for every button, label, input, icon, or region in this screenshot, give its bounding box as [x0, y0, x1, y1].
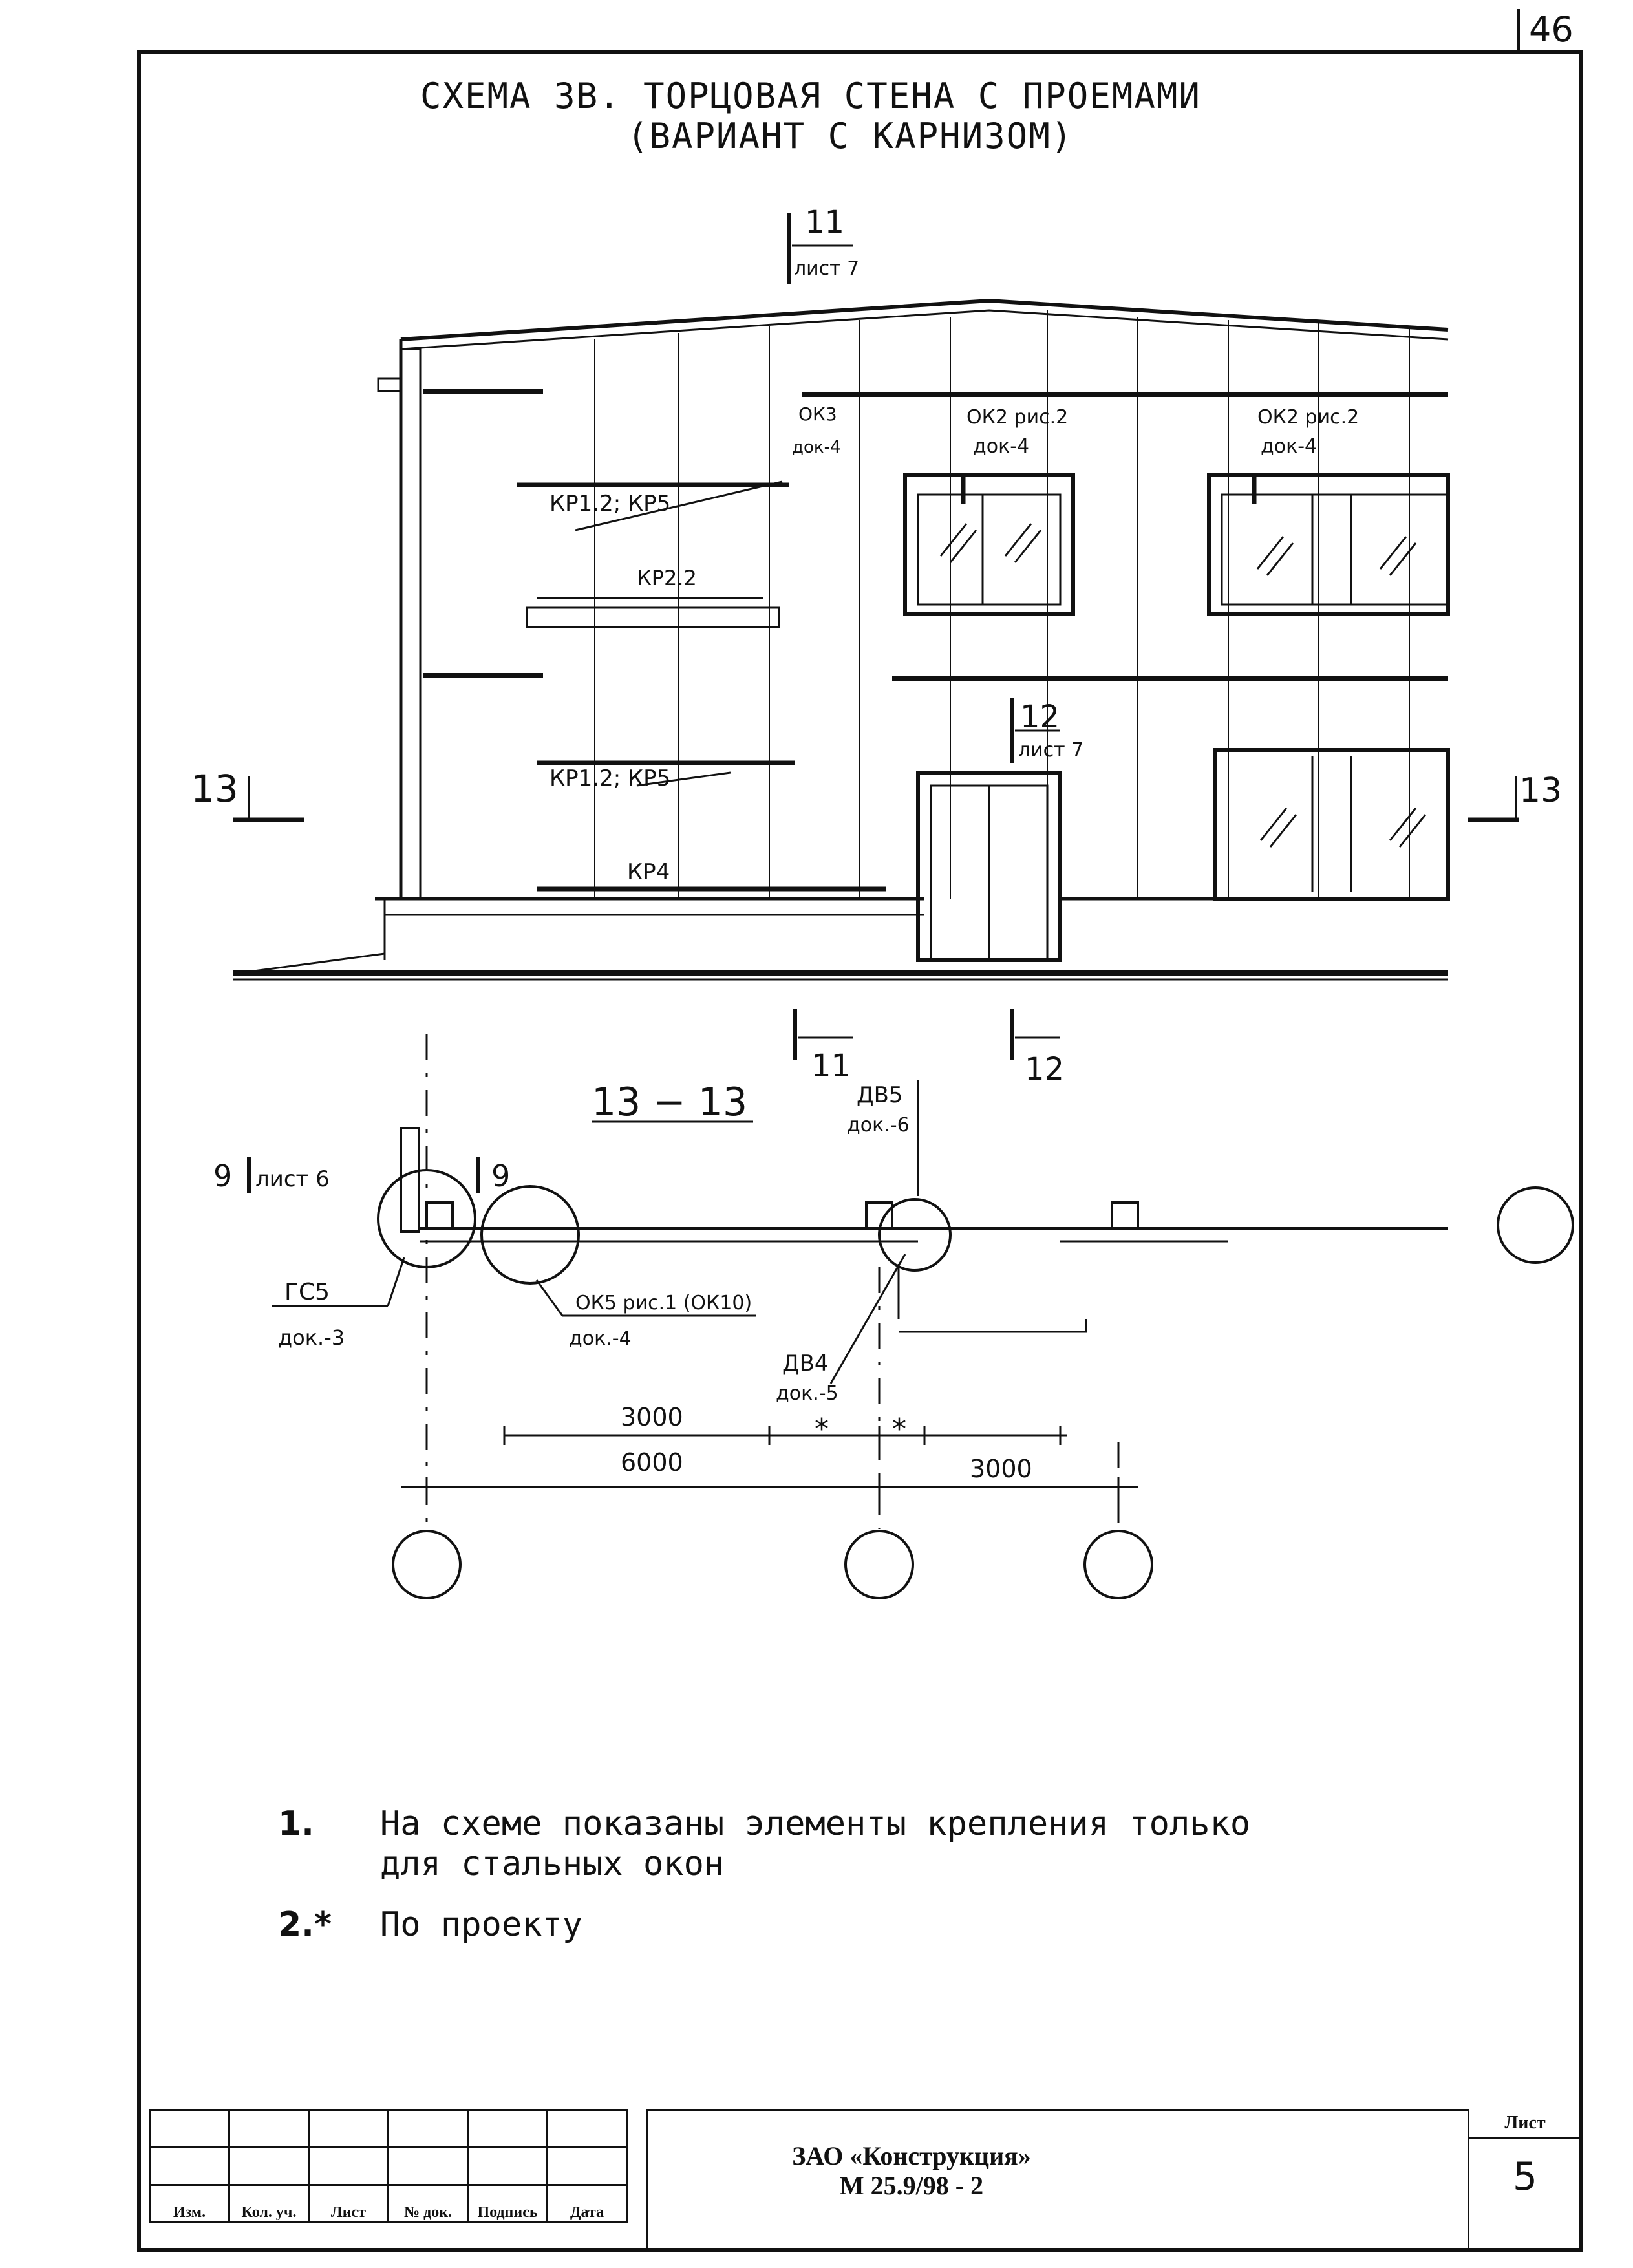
ok2-right-label: ОК2 рис.2 — [1257, 406, 1359, 429]
plan-section-title: 13 − 13 — [592, 1080, 747, 1125]
col-podpis: Подпись — [467, 2184, 548, 2223]
ok5-label: ОК5 рис.1 (ОК10) — [575, 1292, 752, 1314]
cut-12-bottom: 12 — [1025, 1051, 1064, 1087]
ok3-doc: док-4 — [792, 438, 841, 457]
section-12-sheet: лист 7 — [1018, 739, 1083, 762]
ok3-label: ОК3 — [798, 403, 837, 425]
ok2-right-doc: док-4 — [1261, 435, 1317, 458]
ok2-left-doc: док-4 — [973, 435, 1029, 458]
company-block: ЗАО «Конструкция» М 25.9/98 - 2 — [659, 2141, 1164, 2201]
company-name: ЗАО «Конструкция» — [792, 2141, 1031, 2170]
notes: 1. На схеме показаны элементы крепления … — [278, 1804, 1250, 1965]
title-block-center — [646, 2109, 1469, 2250]
cut-13-right: 13 — [1519, 771, 1562, 810]
col-kol-uch: Кол. уч. — [228, 2184, 310, 2223]
sheet-label: Лист — [1469, 2113, 1581, 2139]
section-11-sheet: лист 7 — [794, 257, 859, 280]
note-2-number: 2.* — [278, 1905, 332, 1944]
ok5-doc: док.-4 — [569, 1327, 632, 1350]
drawing-labels: 11 лист 7 12 лист 7 ОК3 док-4 ОК2 рис.2 … — [191, 204, 1562, 1483]
section-9-left-number: 9 — [213, 1159, 232, 1193]
section-9-left-sheet: лист 6 — [255, 1166, 330, 1192]
section-12-number: 12 — [1020, 699, 1060, 735]
db4-label: ДВ4 — [782, 1351, 829, 1376]
col-data: Дата — [546, 2184, 628, 2223]
section-9-right-number: 9 — [491, 1159, 510, 1193]
note-2: 2.* По проекту — [278, 1905, 1250, 1945]
gs5-label: ГС5 — [284, 1279, 330, 1305]
db5-doc: док.-6 — [847, 1114, 910, 1137]
section-11-number: 11 — [805, 204, 844, 241]
page-number: 46 — [1517, 9, 1574, 50]
note-1-number: 1. — [278, 1804, 314, 1843]
note-1-text: На схеме показаны элементы крепления тол… — [380, 1804, 1251, 1883]
drawing-frame — [137, 50, 1583, 2252]
sheet-box: Лист 5 — [1468, 2109, 1581, 2248]
title-line-2: (ВАРИАНТ С КАРНИЗОМ) — [627, 116, 1074, 156]
title-line-1: СХЕМА 3В. ТОРЦОВАЯ СТЕНА С ПРОЕМАМИ — [420, 76, 1201, 116]
cut-13-left: 13 — [191, 767, 239, 811]
elevation-view — [233, 213, 1519, 1060]
gs5-doc: док.-3 — [278, 1325, 345, 1350]
dim-3000-left: 3000 — [621, 1403, 683, 1431]
document-code: М 25.9/98 - 2 — [839, 2171, 984, 2200]
db5-label: ДВ5 — [857, 1082, 903, 1108]
kp22-label: КР2.2 — [637, 566, 697, 590]
dim-star-1: * — [815, 1413, 829, 1446]
dim-3000-right: 3000 — [970, 1455, 1032, 1483]
title-block: Изм. Кол. уч. Лист № док. Подпись Дата З… — [149, 2109, 1581, 2250]
note-2-text: По проекту — [380, 1905, 583, 1944]
sheet-number: 5 — [1512, 2154, 1538, 2199]
note-1: 1. На схеме показаны элементы крепления … — [278, 1804, 1250, 1884]
kp-upper-label: КР1.2; КР5 — [550, 491, 670, 517]
kp4-label: КР4 — [627, 859, 670, 885]
dim-star-2: * — [892, 1413, 906, 1446]
col-izm: Изм. — [149, 2184, 230, 2223]
plan-view — [247, 1034, 1574, 1599]
col-list: Лист — [308, 2184, 389, 2223]
col-no-dok: № док. — [387, 2184, 469, 2223]
revision-table: Изм. Кол. уч. Лист № док. Подпись Дата — [149, 2109, 628, 2223]
kp-lower-label: КР1.2; КР5 — [550, 765, 670, 791]
dim-6000: 6000 — [621, 1448, 683, 1477]
cut-11-bottom: 11 — [811, 1048, 851, 1084]
drawing-title: СХЕМА 3В. ТОРЦОВАЯ СТЕНА С ПРОЕМАМИ(ВАРИ… — [420, 76, 1201, 156]
ok2-left-label: ОК2 рис.2 — [966, 406, 1068, 429]
db4-doc: док.-5 — [776, 1382, 838, 1405]
